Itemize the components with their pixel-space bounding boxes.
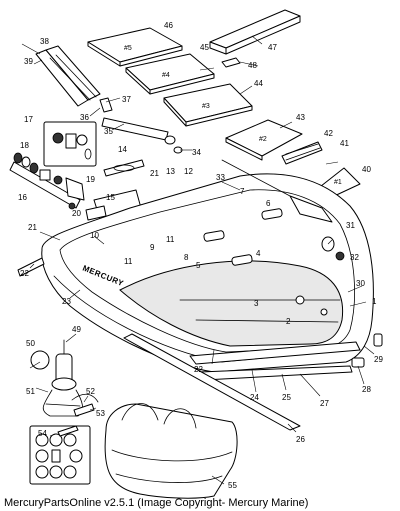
callout-20: 20 (72, 209, 81, 218)
callout-28: 28 (362, 385, 371, 394)
callout-14: 14 (118, 145, 127, 154)
callout-9: 9 (150, 243, 155, 252)
callout-54: 54 (38, 429, 47, 438)
callout-12: 12 (184, 167, 193, 176)
callout-1: 1 (372, 297, 377, 306)
callout-24: 24 (250, 393, 259, 402)
pump-hose (71, 393, 99, 417)
floor-board-4-label: #4 (162, 72, 170, 79)
callout-53: 53 (96, 409, 105, 418)
repair-kit (29, 425, 91, 485)
callout-10: 10 (90, 231, 99, 240)
callout-5: 5 (196, 261, 201, 270)
callout-13: 13 (166, 167, 175, 176)
storage-bag (104, 403, 238, 499)
foot-pump (30, 339, 83, 417)
callout-19: 19 (86, 175, 95, 184)
callout-44: 44 (254, 79, 263, 88)
floor-board-2: #2 (225, 119, 303, 161)
callout-26: 26 (296, 435, 305, 444)
callout-23: 23 (62, 297, 71, 306)
callout-35: 35 (104, 127, 113, 136)
callout-39: 39 (24, 57, 33, 66)
callout-11a: 11 (124, 257, 133, 266)
stringer-clip (221, 57, 241, 68)
floor-board-3-label: #3 (202, 103, 210, 110)
callout-8: 8 (184, 253, 189, 262)
oar-lock-seat (99, 97, 113, 113)
callout-32: 32 (350, 253, 359, 262)
callout-22a: 22 (20, 269, 29, 278)
callout-43: 43 (296, 113, 305, 122)
callout-42: 42 (324, 129, 333, 138)
callout-45: 45 (200, 43, 209, 52)
floor-board-5: #5 (87, 27, 183, 67)
callout-51: 51 (26, 387, 35, 396)
stringer-board (209, 9, 301, 55)
oar (221, 141, 333, 223)
callout-6: 6 (266, 199, 271, 208)
leader-lines (21, 35, 375, 485)
callout-15: 15 (106, 193, 115, 202)
callout-41: 41 (340, 139, 349, 148)
callout-49: 49 (72, 325, 81, 334)
callout-55: 55 (228, 481, 237, 490)
side-rails (35, 45, 101, 107)
callout-46: 46 (164, 21, 173, 30)
drain-plug-parts (351, 333, 383, 368)
copyright-caption: MercuryPartsOnline v2.5.1 (Image Copyrig… (4, 497, 309, 509)
transom-tube (101, 117, 183, 154)
callout-31: 31 (346, 221, 355, 230)
floor-board-5-label: #5 (124, 45, 132, 52)
callout-34: 34 (192, 148, 201, 157)
callout-21a: 21 (28, 223, 37, 232)
callout-numbers: 1 2 3 4 5 6 7 8 9 10 11 11 12 13 14 15 1… (18, 21, 383, 490)
callout-22b: 22 (194, 365, 203, 374)
carry-handle (103, 159, 145, 177)
callout-29: 29 (374, 355, 383, 364)
callout-21b: 21 (150, 169, 159, 178)
floor-board-2-label: #2 (259, 136, 267, 143)
valve-parts-box (43, 121, 97, 167)
callout-11b: 11 (166, 235, 175, 244)
callout-33: 33 (216, 173, 225, 182)
callout-25: 25 (282, 393, 291, 402)
callout-4: 4 (256, 249, 261, 258)
floor-board-1-label: #1 (334, 179, 342, 186)
floor-board-4: #4 (125, 53, 215, 95)
callout-2: 2 (286, 317, 291, 326)
callout-17: 17 (24, 115, 33, 124)
valve-assembly (9, 152, 85, 210)
callout-50: 50 (26, 339, 35, 348)
callout-36: 36 (80, 113, 89, 122)
callout-37: 37 (122, 95, 131, 104)
keel-strip (123, 333, 301, 431)
callout-47: 47 (268, 43, 277, 52)
callout-27: 27 (320, 399, 329, 408)
callout-40: 40 (362, 165, 371, 174)
callout-30: 30 (356, 279, 365, 288)
callout-16: 16 (18, 193, 27, 202)
boat-hull: MERCURY (41, 173, 374, 373)
floor-board-3: #3 (163, 83, 253, 127)
callout-48: 48 (248, 61, 257, 70)
callout-18: 18 (20, 141, 29, 150)
callout-52: 52 (86, 387, 95, 396)
callout-3: 3 (254, 299, 259, 308)
callout-38: 38 (40, 37, 49, 46)
callout-7: 7 (240, 187, 245, 196)
